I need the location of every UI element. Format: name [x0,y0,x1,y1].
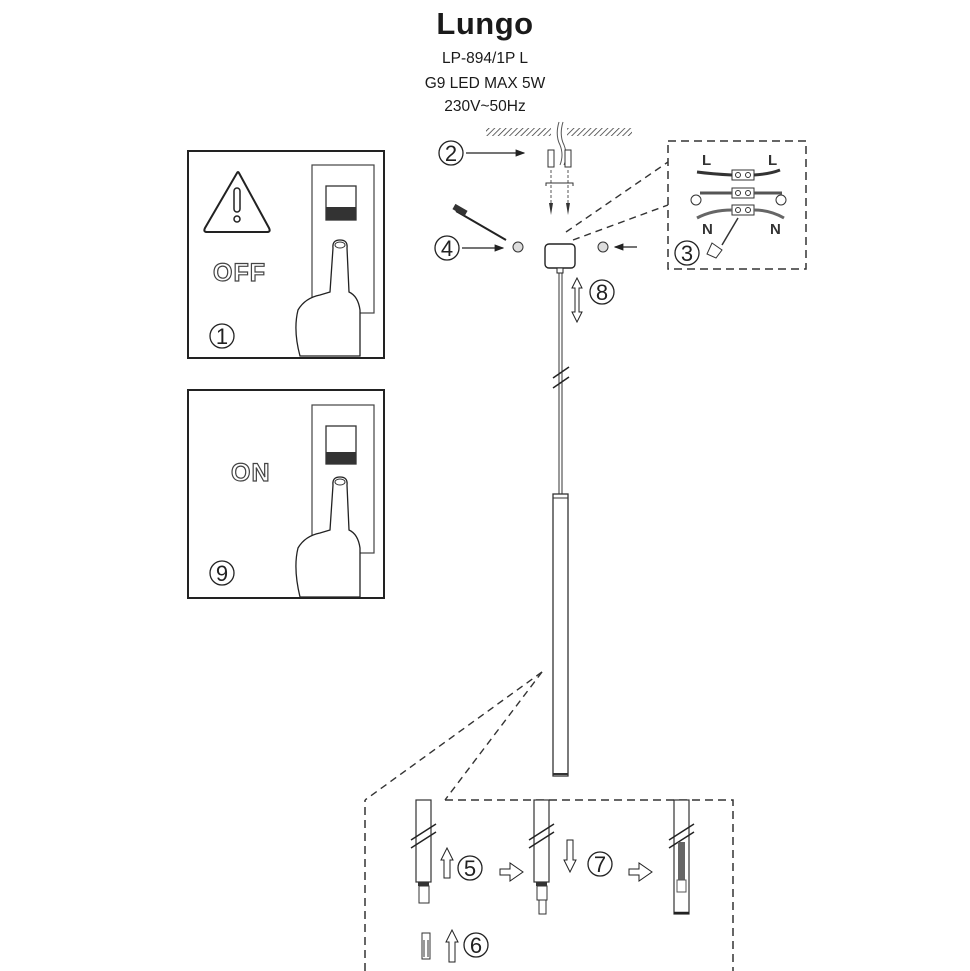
screwdriver-icon [721,217,739,246]
svg-text:5: 5 [464,856,476,881]
hand-pressing-icon [295,476,361,598]
step-2-badge: 2 [438,140,464,166]
on-label: ON [231,459,271,487]
g9-bulb-icon [421,932,431,960]
ceiling-canopy [544,243,576,274]
tube-assembled [668,799,695,915]
neutral-left-label: N [702,221,713,238]
callout-line [364,671,543,801]
product-title: Lungo [436,6,534,41]
svg-text:9: 9 [216,561,228,586]
callout-line [444,671,543,801]
callout-line [572,204,669,241]
lamp-tube [552,493,569,777]
terminal-block [731,169,755,216]
svg-text:1: 1 [216,324,228,349]
earth-icon [775,194,787,206]
arrow-up-icon [440,846,454,879]
wall-plugs [545,149,574,215]
ceiling [486,121,632,166]
svg-text:7: 7 [594,852,606,877]
switch-on-panel: ON 9 [187,389,385,599]
hand-pressing-icon [295,239,361,357]
suspension-cable [552,273,570,494]
svg-text:2: 2 [445,141,457,166]
off-label: OFF [213,259,266,287]
step-4-badge: 4 [434,235,460,261]
bulb-spec: G9 LED MAX 5W [424,75,546,92]
svg-text:4: 4 [441,236,453,261]
step-3-badge [674,240,700,266]
arrow-up-icon [445,928,459,963]
live-wire [696,170,733,177]
height-adjust-arrow [571,276,583,324]
step-6-badge [463,932,489,958]
neutral-right-label: N [770,221,781,238]
warning-icon [203,171,271,233]
step-8-badge: 8 [589,279,615,305]
arrow-down-icon [563,839,577,874]
neutral-wire [753,208,785,220]
svg-text:8: 8 [596,280,608,305]
tube-step-5 [410,799,437,904]
svg-text:3: 3 [681,241,693,266]
neutral-wire [696,208,733,220]
step-9-badge: 9 [209,560,235,586]
bulb-detail: 5 6 7 [364,799,734,971]
live-right-label: L [768,152,777,169]
switch-off-panel: OFF 1 [187,150,385,359]
step-1-badge: 1 [209,323,235,349]
step-5-badge [457,855,483,881]
live-wire [753,168,781,177]
callout-line [565,161,669,233]
model-number: LP-894/1P L [442,50,528,67]
step-7-badge [587,851,613,877]
arrow-right-icon [499,862,524,882]
side-screw-icon [597,241,609,253]
svg-text:6: 6 [470,933,482,958]
side-screw-icon [512,241,524,253]
live-left-label: L [702,152,711,169]
voltage-spec: 230V~50Hz [444,98,526,115]
arrow-right-icon [628,862,653,882]
wiring-detail: L L N N 3 [667,140,807,270]
screwdriver-icon [452,203,507,241]
wall-switch [311,164,375,314]
earth-icon [690,194,702,206]
tube-step-7 [528,799,555,915]
